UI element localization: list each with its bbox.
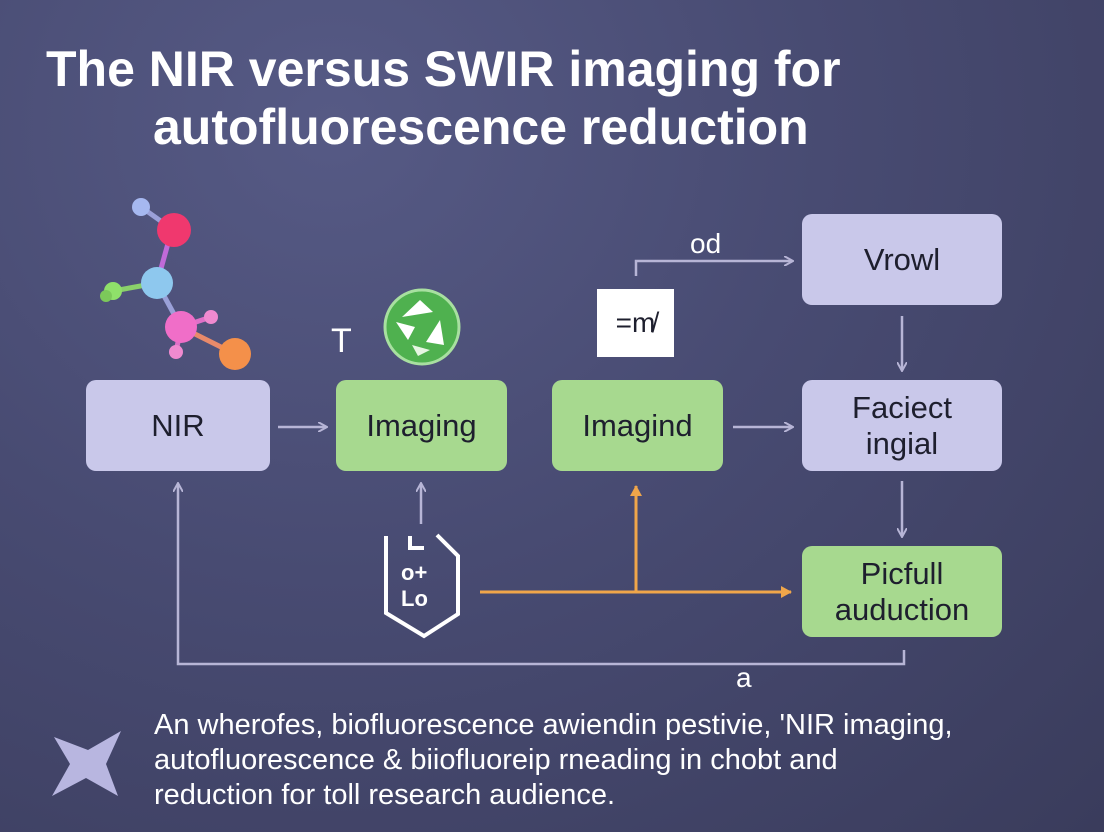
arrow-feedback-to-nir xyxy=(178,484,906,666)
node-nir: NIR xyxy=(86,380,270,471)
title-line-2: autofluorescence reduction xyxy=(153,99,809,155)
node-picfull: Picfull auduction xyxy=(802,546,1002,637)
recycle-icon xyxy=(383,288,461,366)
node-imagind-label: Imagind xyxy=(582,407,693,443)
node-vrowl-label: Vrowl xyxy=(863,241,941,277)
label-a: a xyxy=(736,662,752,693)
title-line-1: The NIR versus SWIR imaging for xyxy=(46,41,841,97)
node-imaging-label: Imaging xyxy=(366,407,477,443)
node-faciect-label-1: Faciect xyxy=(852,389,952,425)
node-imagind: Imagind xyxy=(552,380,723,471)
label-od: od xyxy=(690,228,722,259)
svg-text:Lo: Lo xyxy=(401,586,428,611)
molecule-icon xyxy=(100,198,251,370)
label-t: T xyxy=(331,322,352,360)
node-vrowl: Vrowl xyxy=(802,214,1002,305)
svg-text:o+: o+ xyxy=(401,560,427,585)
node-faciect-label-2: ingial xyxy=(865,425,939,461)
bowtie-icon xyxy=(52,731,121,796)
node-imaging: Imaging xyxy=(336,380,507,471)
arrow-od-to-vrowl xyxy=(634,261,792,276)
node-nir-label: NIR xyxy=(151,407,205,443)
document-icon: o+ Lo xyxy=(384,533,460,639)
caption-line-2: autofluorescence & biiofluoreip rneading… xyxy=(154,744,838,776)
equation-box: =m̸ xyxy=(597,289,674,357)
node-picfull-label-1: Picfull xyxy=(860,555,944,591)
node-faciect: Faciect ingial xyxy=(802,380,1002,471)
caption-line-3: reduction for toll research audience. xyxy=(154,779,616,811)
equation-label: =m̸ xyxy=(615,307,656,338)
caption: An wherofes, biofluorescence awiendin pe… xyxy=(154,708,1084,813)
node-picfull-label-2: auduction xyxy=(834,591,970,627)
caption-line-1: An wherofes, biofluorescence awiendin pe… xyxy=(154,709,953,741)
